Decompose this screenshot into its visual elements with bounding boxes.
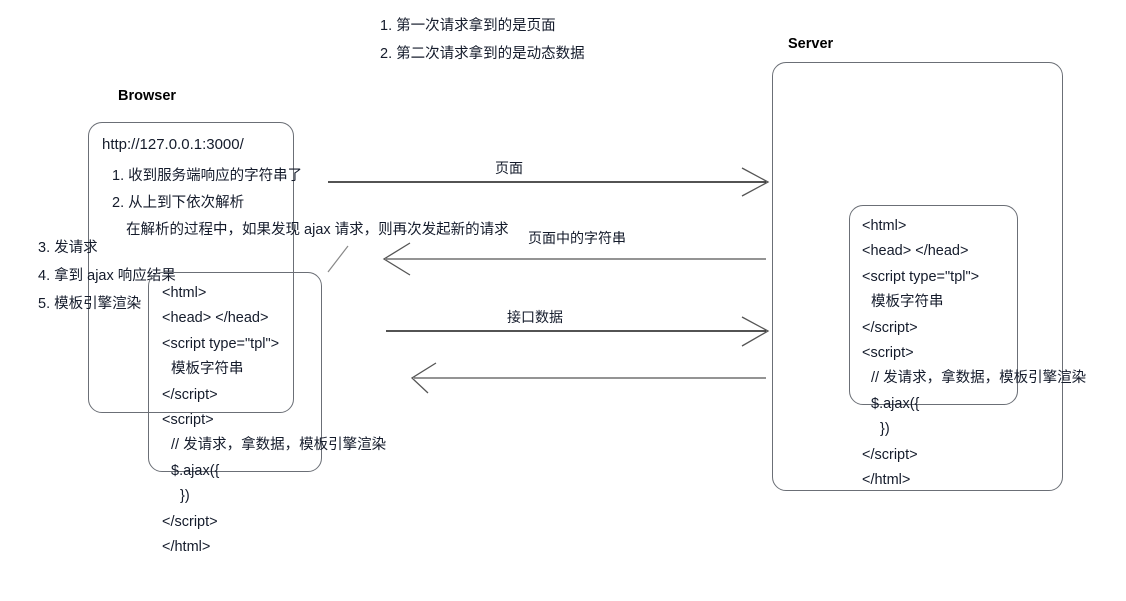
browser-code-line-4: </script> (162, 386, 218, 403)
server-code-line-4: </script> (862, 319, 918, 336)
top-notes: 1. 第一次请求拿到的是页面 2. 第二次请求拿到的是动态数据 (380, 12, 585, 68)
left-step-4: 4. 拿到 ajax 响应结果 (38, 268, 176, 284)
server-code-line-8: }) (880, 421, 890, 438)
browser-code-box (148, 272, 322, 472)
server-code-line-9: </script> (862, 446, 918, 463)
browser-code-line-6: // 发请求，拿数据，模板引擎渲染 (171, 437, 387, 454)
browser-code: <html> <head> </head> <script type="tpl"… (162, 281, 386, 560)
browser-url: http://127.0.0.1:3000/ (102, 136, 244, 153)
server-code-line-2: <script type="tpl"> (862, 268, 980, 285)
browser-note-1: 1. 收到服务端响应的字符串了 (112, 168, 303, 184)
browser-code-line-8: }) (180, 488, 190, 505)
left-step-5: 5. 模板引擎渲染 (38, 296, 142, 312)
browser-code-line-0: <html> (162, 285, 207, 301)
arrow-label-page-string: 页面中的字符串 (528, 230, 626, 246)
top-note-2: 2. 第二次请求拿到的是动态数据 (380, 46, 585, 62)
server-box (772, 62, 1063, 491)
browser-code-line-5: <script> (162, 412, 214, 429)
arrow-api-response (410, 362, 766, 394)
server-code-line-3: 模板字符串 (871, 294, 944, 311)
browser-code-line-10: </html> (162, 539, 211, 556)
server-code-line-1: <head> </head> (862, 243, 969, 260)
browser-box (88, 122, 294, 413)
browser-code-line-2: <script type="tpl"> (162, 335, 280, 352)
server-code-line-0: <html> (862, 218, 907, 234)
top-note-1: 1. 第一次请求拿到的是页面 (380, 18, 556, 34)
browser-code-line-1: <head> </head> (162, 310, 269, 327)
browser-note-2: 2. 从上到下依次解析 (112, 195, 245, 211)
browser-code-line-9: </script> (162, 513, 218, 530)
server-code: <html> <head> </head> <script type="tpl"… (862, 214, 1086, 493)
server-code-line-6: // 发请求，拿数据，模板引擎渲染 (871, 370, 1087, 387)
left-step-3: 3. 发请求 (38, 240, 98, 256)
browser-notes: 1. 收到服务端响应的字符串了 2. 从上到下依次解析 在解析的过程中，如果发现… (112, 163, 509, 244)
browser-label: Browser (118, 88, 177, 104)
arrow-label-api-data: 接口数据 (507, 309, 563, 325)
left-steps: 3. 发请求 4. 拿到 ajax 响应结果 5. 模板引擎渲染 (38, 234, 176, 318)
tick-mark-1 (327, 245, 349, 273)
browser-code-line-3: 模板字符串 (171, 361, 244, 378)
arrow-api-data (386, 316, 770, 347)
server-label: Server (788, 36, 834, 52)
browser-code-line-7: $.ajax({ (171, 462, 220, 479)
server-code-line-7: $.ajax({ (871, 395, 920, 412)
server-code-line-5: <script> (862, 345, 914, 362)
browser-note-3: 在解析的过程中，如果发现 ajax 请求，则再次发起新的请求 (126, 222, 509, 238)
server-code-box (849, 205, 1018, 405)
server-code-line-10: </html> (862, 472, 911, 489)
arrow-label-page: 页面 (495, 160, 523, 176)
